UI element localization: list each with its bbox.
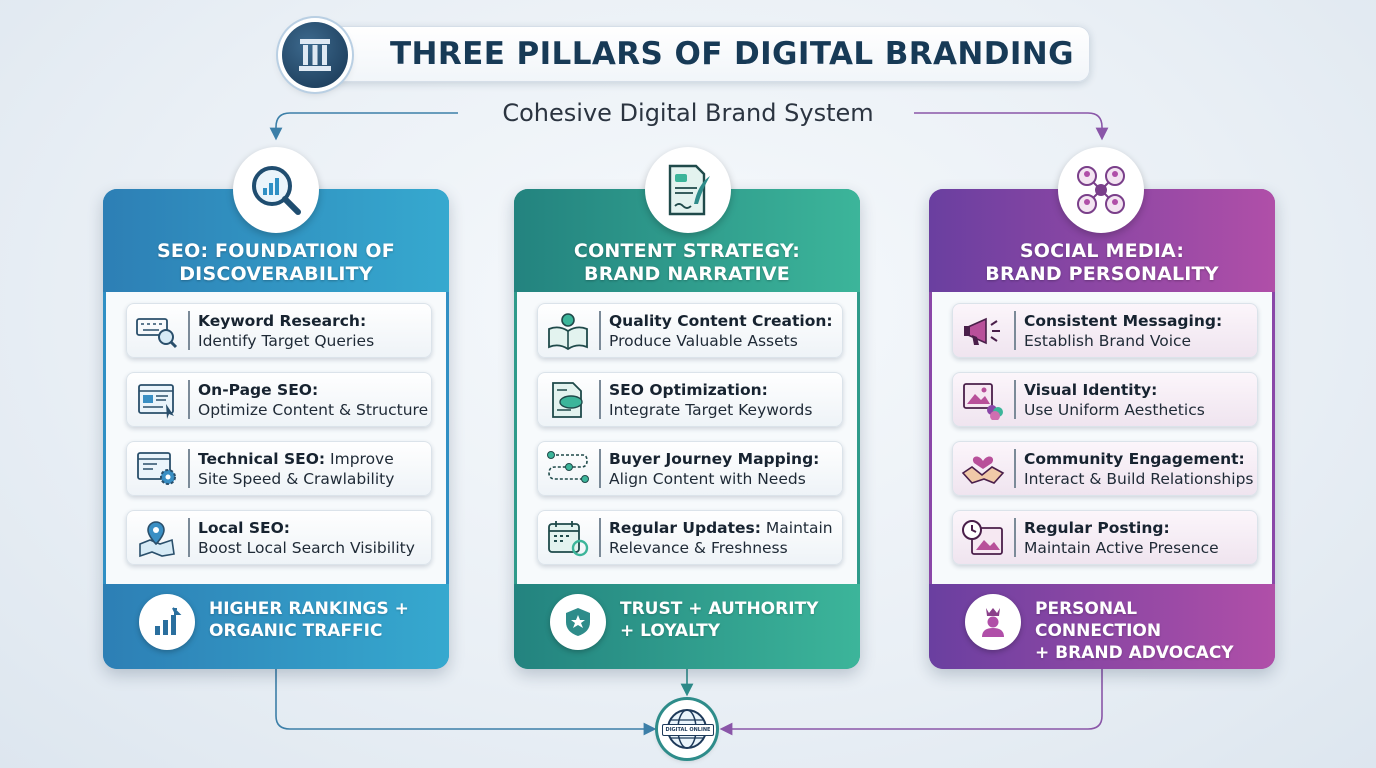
arrow-to-social bbox=[914, 112, 1109, 141]
item-text: On-Page SEO: Optimize Content & Structur… bbox=[198, 381, 429, 419]
network-share-icon bbox=[1058, 147, 1144, 233]
list-item: Regular Updates: Maintain Relevance & Fr… bbox=[537, 510, 843, 565]
pillar-card-social: SOCIAL MEDIA: BRAND PERSONALITY Consiste… bbox=[929, 189, 1275, 669]
pillar-body: Quality Content Creation: Produce Valuab… bbox=[517, 292, 857, 584]
pillar-card-seo: SEO: FOUNDATION OF DISCOVERABILITY Keywo… bbox=[103, 189, 449, 669]
pillar-body: Consistent Messaging: Establish Brand Vo… bbox=[932, 292, 1272, 584]
pillar-title: SEO: FOUNDATION OF DISCOVERABILITY bbox=[157, 240, 395, 285]
pillar-title: CONTENT STRATEGY: BRAND NARRATIVE bbox=[573, 240, 801, 285]
clock-post-icon bbox=[962, 520, 1003, 555]
title-banner bbox=[300, 26, 1090, 82]
list-item: Visual Identity: Use Uniform Aesthetics bbox=[952, 372, 1258, 427]
map-pin-icon bbox=[139, 521, 175, 558]
item-divider bbox=[599, 518, 601, 557]
page-subtitle: Cohesive Digital Brand System bbox=[502, 99, 874, 127]
item-text: SEO Optimization: Integrate Target Keywo… bbox=[609, 381, 813, 419]
item-text: Keyword Research: Identify Target Querie… bbox=[198, 312, 375, 350]
item-text: Regular Updates: Maintain Relevance & Fr… bbox=[609, 519, 833, 557]
arrow-seo-to-hub bbox=[275, 669, 657, 736]
item-divider bbox=[188, 518, 190, 557]
list-item: Keyword Research: Identify Target Querie… bbox=[126, 303, 432, 358]
list-item: Technical SEO: Improve Site Speed & Craw… bbox=[126, 441, 432, 496]
pillar-footer: HIGHER RANKINGS + ORGANIC TRAFFIC bbox=[103, 584, 449, 669]
item-text: Local SEO: Boost Local Search Visibility bbox=[198, 519, 415, 557]
growth-chart-icon bbox=[139, 594, 195, 650]
pillars-icon bbox=[282, 22, 348, 88]
item-text: Quality Content Creation: Produce Valuab… bbox=[609, 312, 833, 350]
pillar-footer: TRUST + AUTHORITY + LOYALTY bbox=[514, 584, 860, 669]
list-item: Community Engagement: Interact & Build R… bbox=[952, 441, 1258, 496]
item-divider bbox=[599, 449, 601, 488]
item-divider bbox=[188, 449, 190, 488]
item-divider bbox=[188, 311, 190, 350]
journey-path-icon bbox=[547, 451, 589, 483]
keyboard-search-icon bbox=[136, 318, 178, 349]
shield-star-icon bbox=[550, 594, 606, 650]
seo-document-icon bbox=[552, 382, 583, 418]
item-text: Community Engagement: Interact & Build R… bbox=[1024, 450, 1254, 488]
item-divider bbox=[1014, 518, 1016, 557]
calendar-refresh-icon bbox=[548, 521, 589, 557]
pillar-card-content: CONTENT STRATEGY: BRAND NARRATIVE Qualit… bbox=[514, 189, 860, 669]
pillar-outcome: TRUST + AUTHORITY + LOYALTY bbox=[620, 599, 819, 641]
pillar-body: Keyword Research: Identify Target Querie… bbox=[106, 292, 446, 584]
pillar-footer: PERSONAL CONNECTION + BRAND ADVOCACY bbox=[929, 584, 1275, 669]
item-text: Consistent Messaging: Establish Brand Vo… bbox=[1024, 312, 1223, 350]
item-divider bbox=[1014, 449, 1016, 488]
pillar-outcome: PERSONAL CONNECTION + BRAND ADVOCACY bbox=[1035, 599, 1234, 663]
document-quill-icon bbox=[645, 147, 731, 233]
list-item: Local SEO: Boost Local Search Visibility bbox=[126, 510, 432, 565]
item-divider bbox=[188, 380, 190, 419]
arrow-to-seo bbox=[269, 112, 458, 141]
image-palette-icon bbox=[963, 383, 1003, 420]
item-text: Buyer Journey Mapping: Align Content wit… bbox=[609, 450, 820, 488]
hub-label: DIGITAL ONLINE bbox=[662, 724, 714, 736]
browser-gear-icon bbox=[137, 452, 176, 485]
item-text: Visual Identity: Use Uniform Aesthetics bbox=[1024, 381, 1205, 419]
megaphone-icon bbox=[964, 317, 1000, 345]
pillar-header: SEO: FOUNDATION OF DISCOVERABILITY bbox=[103, 189, 449, 292]
magnifier-chart-icon bbox=[233, 147, 319, 233]
list-item: Regular Posting: Maintain Active Presenc… bbox=[952, 510, 1258, 565]
pillar-title: SOCIAL MEDIA: BRAND PERSONALITY bbox=[985, 240, 1219, 285]
item-text: Technical SEO: Improve Site Speed & Craw… bbox=[198, 450, 395, 488]
list-item: Quality Content Creation: Produce Valuab… bbox=[537, 303, 843, 358]
list-item: SEO Optimization: Integrate Target Keywo… bbox=[537, 372, 843, 427]
arrow-social-to-hub bbox=[719, 669, 1103, 736]
handshake-heart-icon bbox=[961, 456, 1005, 484]
list-item: Buyer Journey Mapping: Align Content wit… bbox=[537, 441, 843, 496]
item-divider bbox=[599, 311, 601, 350]
webpage-cursor-icon bbox=[138, 384, 174, 419]
item-divider bbox=[1014, 311, 1016, 350]
list-item: Consistent Messaging: Establish Brand Vo… bbox=[952, 303, 1258, 358]
list-item: On-Page SEO: Optimize Content & Structur… bbox=[126, 372, 432, 427]
book-lightbulb-icon bbox=[548, 313, 588, 351]
item-divider bbox=[1014, 380, 1016, 419]
pillar-outcome: HIGHER RANKINGS + ORGANIC TRAFFIC bbox=[209, 599, 409, 641]
page-title: THREE PILLARS OF DIGITAL BRANDING bbox=[390, 36, 1074, 72]
crowned-person-icon bbox=[965, 594, 1021, 650]
item-divider bbox=[599, 380, 601, 419]
item-text: Regular Posting: Maintain Active Presenc… bbox=[1024, 519, 1219, 557]
